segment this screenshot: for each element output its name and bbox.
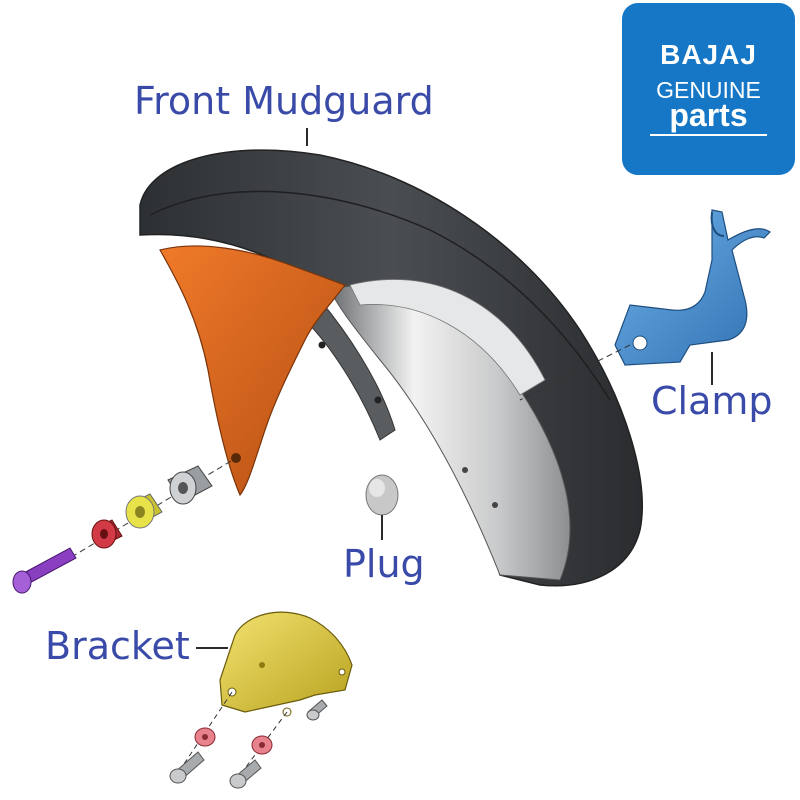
logo-parts-text: parts bbox=[622, 97, 795, 134]
front-mudguard-part bbox=[140, 150, 642, 586]
bracket-body bbox=[220, 612, 352, 712]
bolt-part bbox=[13, 548, 76, 593]
front-mudguard-label: Front Mudguard bbox=[134, 82, 434, 120]
plug-highlight bbox=[369, 479, 385, 497]
bracket-screw-1 bbox=[170, 752, 204, 783]
clamp-label: Clamp bbox=[651, 382, 773, 420]
collar-part bbox=[168, 466, 212, 504]
bajaj-genuine-parts-logo: BAJAJ GENUINE parts bbox=[622, 3, 795, 175]
bracket-hole-3 bbox=[259, 662, 265, 668]
bracket-part bbox=[170, 612, 352, 788]
spacer-yellow-part bbox=[126, 494, 162, 528]
spacer-red-part bbox=[92, 520, 122, 548]
clamp-hole bbox=[633, 336, 647, 350]
mudguard-orange-insert bbox=[160, 246, 345, 495]
bracket-hole-4 bbox=[339, 669, 345, 675]
plug-part bbox=[366, 475, 398, 515]
plug-label: Plug bbox=[343, 545, 425, 583]
mudguard-side-hole-2 bbox=[375, 397, 382, 404]
logo-underline bbox=[650, 134, 767, 136]
bracket-screw-3 bbox=[307, 700, 327, 720]
mudguard-side-hole-3 bbox=[462, 467, 468, 473]
bracket-washer-1 bbox=[195, 728, 215, 746]
mudguard-side-hole-4 bbox=[492, 502, 498, 508]
fastener-stack bbox=[13, 458, 236, 593]
clamp-part bbox=[615, 210, 770, 365]
logo-brand-text: BAJAJ bbox=[622, 39, 795, 71]
bracket-label: Bracket bbox=[45, 627, 190, 665]
bracket-screw-2 bbox=[230, 760, 261, 788]
mudguard-side-hole-1 bbox=[319, 342, 326, 349]
bracket-washer-2 bbox=[252, 736, 272, 754]
